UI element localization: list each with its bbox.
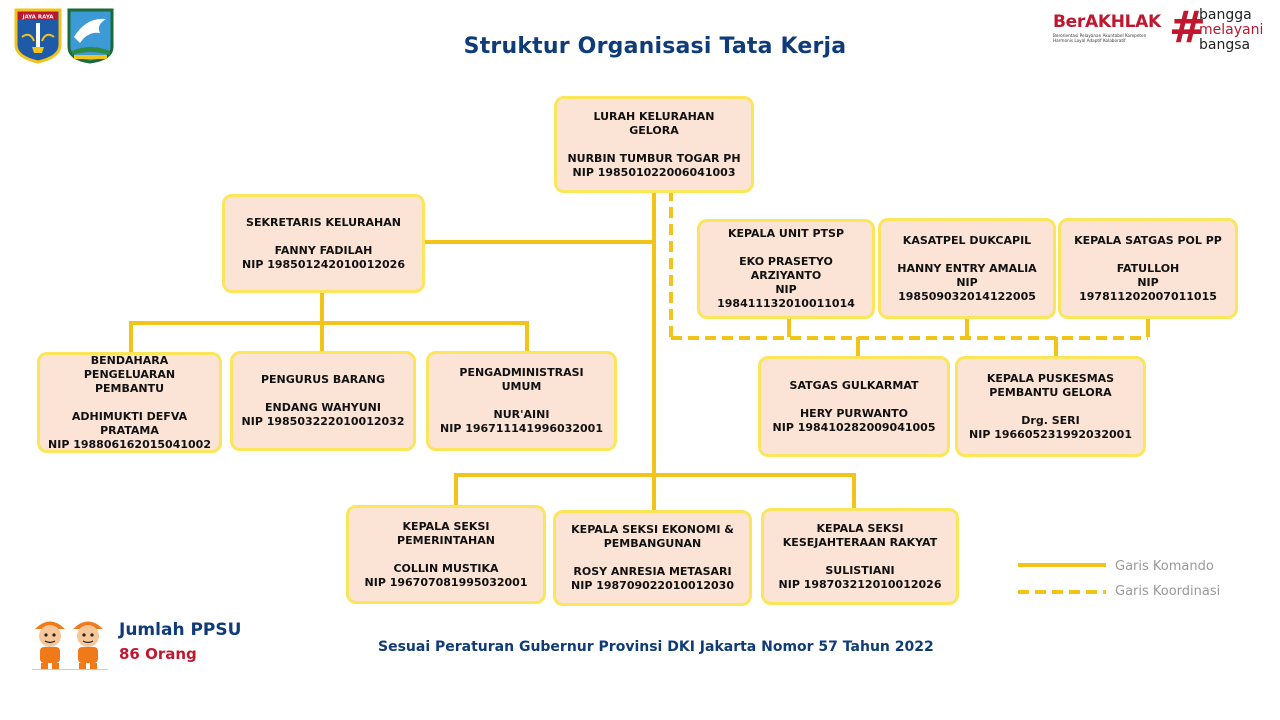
svg-text:JAYA RAYA: JAYA RAYA bbox=[21, 15, 54, 21]
official-nip: NIP 196711141996032001 bbox=[440, 422, 603, 435]
official-name: SULISTIANI bbox=[825, 563, 895, 577]
official-name: NURBIN TUMBUR TOGAR PH bbox=[567, 151, 741, 165]
org-box-pengadministrasi: PENGADMINISTRASI UMUM NUR'AINI NIP 19671… bbox=[426, 351, 617, 451]
official-name: ADHIMUKTI DEFVA PRATAMA bbox=[71, 409, 188, 437]
position-title: KASATPEL DUKCAPIL bbox=[902, 233, 1032, 247]
official-name: ROSY ANRESIA METASARI bbox=[573, 565, 732, 578]
org-box-pemerintahan: KEPALA SEKSI PEMERINTAHAN COLLIN MUSTIKA… bbox=[346, 505, 546, 604]
official-name: FATULLOH bbox=[1116, 261, 1180, 275]
org-box-ekonomi: KEPALA SEKSI EKONOMI & PEMBANGUNAN ROSY … bbox=[553, 510, 752, 606]
official-name: NUR'AINI bbox=[493, 408, 550, 421]
org-box-bendahara: BENDAHARA PENGELUARAN PEMBANTU ADHIMUKTI… bbox=[37, 352, 222, 453]
position-title: KEPALA UNIT PTSP bbox=[727, 227, 845, 240]
official-nip: NIP 196605231992032001 bbox=[969, 427, 1132, 441]
org-box-kesra: KEPALA SEKSI KESEJAHTERAAN RAKYAT SULIST… bbox=[761, 508, 959, 605]
position-title: KEPALA SEKSI EKONOMI & PEMBANGUNAN bbox=[571, 523, 734, 550]
org-box-dukcapil: KASATPEL DUKCAPIL HANNY ENTRY AMALIA NIP… bbox=[878, 218, 1056, 319]
org-box-puskesmas: KEPALA PUSKESMAS PEMBANTU GELORA Drg. SE… bbox=[955, 356, 1146, 457]
official-name: HERY PURWANTO bbox=[799, 406, 909, 420]
position-title: KEPALA SEKSI KESEJAHTERAAN RAKYAT bbox=[782, 521, 938, 549]
org-box-gulkarmat: SATGAS GULKARMAT HERY PURWANTO NIP 19841… bbox=[758, 356, 950, 457]
legend-koordinasi-label: Garis Koordinasi bbox=[1115, 584, 1221, 599]
position-title: KEPALA PUSKESMAS PEMBANTU GELORA bbox=[986, 371, 1115, 399]
jakarta-emblem-logo: JAYA RAYA bbox=[12, 7, 64, 64]
position-title: PENGADMINISTRASI UMUM bbox=[459, 366, 584, 393]
official-nip: NIP 198503222010012032 bbox=[241, 415, 405, 428]
official-nip: NIP 198509032014122005 bbox=[898, 275, 1036, 303]
position-title: BENDAHARA PENGELUARAN PEMBANTU bbox=[83, 353, 176, 395]
position-title: PENGURUS BARANG bbox=[260, 373, 385, 386]
org-box-pol-pp: KEPALA SATGAS POL PP FATULLOH NIP 197811… bbox=[1058, 218, 1238, 319]
regulation-footer: Sesuai Peraturan Gubernur Provinsi DKI J… bbox=[378, 639, 934, 655]
org-box-pengurus-barang: PENGURUS BARANG ENDANG WAHYUNI NIP 19850… bbox=[230, 351, 416, 451]
official-name: COLLIN MUSTIKA bbox=[393, 561, 499, 575]
official-name: Drg. SERI bbox=[1021, 413, 1080, 427]
official-nip: NIP 198501242010012026 bbox=[242, 257, 405, 271]
org-box-sekretaris: SEKRETARIS KELURAHAN FANNY FADILAH NIP 1… bbox=[222, 194, 425, 293]
legend-komando-label: Garis Komando bbox=[1115, 559, 1214, 574]
position-title: KEPALA SATGAS POL PP bbox=[1074, 233, 1222, 247]
org-box-ptsp: KEPALA UNIT PTSP EKO PRASETYO ARZIYANTO … bbox=[697, 219, 875, 319]
position-title: SATGAS GULKARMAT bbox=[789, 378, 919, 392]
bangga-melayani-bangsa-logo: # bangga melayani bangsa bbox=[1169, 2, 1264, 53]
official-name: FANNY FADILAH bbox=[274, 243, 373, 257]
org-box-lurah: LURAH KELURAHAN GELORA NURBIN TUMBUR TOG… bbox=[554, 96, 754, 193]
official-nip: NIP 198703212010012026 bbox=[778, 577, 942, 591]
official-name: EKO PRASETYO ARZIYANTO bbox=[739, 255, 833, 282]
position-title: SEKRETARIS KELURAHAN bbox=[246, 215, 401, 229]
page-title: Struktur Organisasi Tata Kerja bbox=[463, 34, 847, 59]
official-nip: NIP 198410282009041005 bbox=[772, 420, 936, 434]
berakhlak-logo: BerAKHLAK Berorientasi Pelayanan Akuntab… bbox=[1053, 12, 1161, 43]
ppsu-mascot-icon bbox=[32, 614, 108, 670]
ppsu-label: Jumlah PPSU bbox=[119, 620, 242, 640]
official-name: ENDANG WAHYUNI bbox=[265, 401, 381, 414]
official-nip: NIP 198411132010011014 bbox=[717, 283, 855, 310]
official-nip: NIP 196707081995032001 bbox=[364, 575, 528, 589]
official-nip: NIP 197811202007011015 bbox=[1079, 275, 1217, 303]
official-nip: NIP 198501022006041003 bbox=[572, 165, 736, 179]
position-title: LURAH KELURAHAN GELORA bbox=[593, 109, 715, 137]
official-nip: NIP 198709022010012030 bbox=[571, 579, 734, 592]
position-title: KEPALA SEKSI PEMERINTAHAN bbox=[397, 519, 495, 547]
bird-emblem-logo bbox=[66, 7, 115, 64]
ppsu-count: 86 Orang bbox=[119, 645, 197, 663]
official-nip: NIP 198806162015041002 bbox=[48, 437, 211, 451]
official-name: HANNY ENTRY AMALIA bbox=[897, 261, 1037, 275]
